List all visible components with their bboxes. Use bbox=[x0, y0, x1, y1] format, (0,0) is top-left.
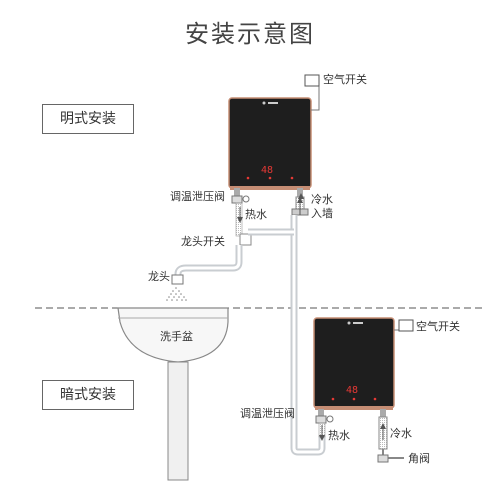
heater-top bbox=[228, 97, 312, 190]
air-switch-cable-top bbox=[311, 83, 320, 111]
air-switch-bottom-label: 空气开关 bbox=[416, 320, 460, 333]
faucet-switch-icon bbox=[239, 233, 252, 246]
pressure-valve-bottom-label: 调温泄压阀 bbox=[240, 407, 295, 420]
hot-outlet-top bbox=[234, 188, 240, 197]
heater-bottom bbox=[313, 317, 395, 410]
faucet-switch-label: 龙头开关 bbox=[181, 235, 225, 248]
section-exposed-label: 明式安装 bbox=[42, 104, 134, 134]
wall-entry-label: 入墙 bbox=[311, 207, 333, 220]
pressure-valve-bottom bbox=[315, 415, 334, 424]
pressure-valve-top bbox=[231, 195, 250, 204]
faucet-label: 龙头 bbox=[148, 270, 170, 283]
air-switch-top bbox=[304, 74, 320, 87]
cold-inlet-top bbox=[297, 188, 303, 197]
hot-pipe-top bbox=[235, 202, 243, 237]
air-switch-top-label: 空气开关 bbox=[323, 73, 367, 86]
hot-water-bottom-label: 热水 bbox=[328, 429, 350, 442]
cold-inlet-bottom bbox=[380, 409, 386, 417]
faucet-icon bbox=[171, 274, 184, 285]
cold-water-top-label: 冷水 bbox=[311, 193, 333, 206]
pressure-valve-top-label: 调温泄压阀 bbox=[170, 190, 225, 203]
page-title: 安装示意图 bbox=[185, 20, 315, 48]
cold-water-bottom-label: 冷水 bbox=[390, 427, 412, 440]
angle-valve-label: 角阀 bbox=[408, 452, 430, 465]
air-switch-bottom bbox=[398, 319, 414, 332]
sink-drain-pipe bbox=[167, 361, 189, 481]
heater-bottom-display: 48 bbox=[346, 385, 359, 396]
hot-outlet-bottom bbox=[318, 409, 324, 417]
heater-top-display: 48 bbox=[261, 165, 274, 176]
hot-water-top-label: 热水 bbox=[245, 208, 267, 221]
water-spray-icon bbox=[166, 287, 187, 301]
hot-pipe-to-faucet bbox=[174, 245, 243, 280]
section-concealed-label: 暗式安装 bbox=[42, 380, 134, 410]
sink-label: 洗手盆 bbox=[160, 330, 193, 343]
